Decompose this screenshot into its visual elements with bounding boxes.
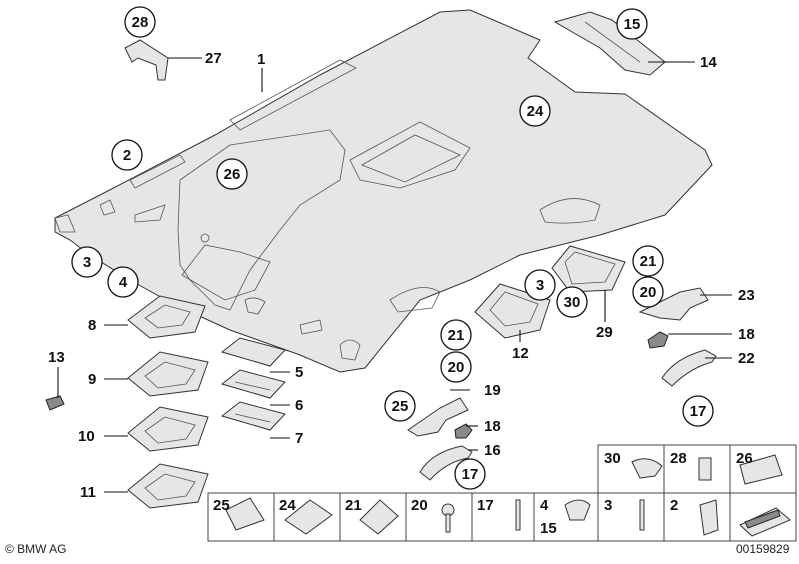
- panel-6: [220, 369, 286, 399]
- bracket-19: [407, 397, 469, 437]
- callout-2: 2: [123, 147, 131, 164]
- callout-21-center: 21: [448, 327, 465, 344]
- label-13: 13: [48, 349, 65, 366]
- panel-7: [220, 401, 286, 431]
- grid-label-24: 24: [279, 497, 296, 514]
- panel-5: [220, 337, 286, 367]
- grid-label-21: 21: [345, 497, 362, 514]
- handle-22: [661, 349, 717, 387]
- grid-label-4: 4: [540, 497, 549, 514]
- label-6: 6: [295, 397, 303, 414]
- label-22: 22: [738, 350, 755, 367]
- label-5: 5: [295, 364, 303, 381]
- grid-label-28: 28: [670, 450, 687, 467]
- grid-label-30: 30: [604, 450, 621, 467]
- callout-25: 25: [392, 398, 409, 415]
- unit-29: [551, 245, 626, 293]
- callout-4: 4: [119, 274, 128, 291]
- grid-label-17: 17: [477, 497, 494, 514]
- callout-30: 30: [564, 294, 581, 311]
- callout-26: 26: [224, 166, 241, 183]
- label-29: 29: [596, 324, 613, 341]
- panel-10: [127, 406, 209, 452]
- fastener-grid: [207, 444, 797, 542]
- headliner-panel: [54, 9, 713, 373]
- grid-label-25: 25: [213, 497, 230, 514]
- panel-11: [127, 463, 209, 509]
- callout-17-right: 17: [690, 403, 707, 420]
- handle-16: [419, 445, 473, 481]
- callout-15: 15: [624, 16, 641, 33]
- label-9: 9: [88, 371, 96, 388]
- trim-piece-14: [553, 11, 666, 76]
- grid-label-26: 26: [736, 450, 753, 467]
- clip-18b: [454, 423, 473, 439]
- label-23: 23: [738, 287, 755, 304]
- grid-label-2: 2: [670, 497, 678, 514]
- diagram-id: 00159829: [736, 542, 790, 556]
- bracket-27: [124, 39, 169, 81]
- label-16: 16: [484, 442, 501, 459]
- callout-20-right: 20: [640, 284, 657, 301]
- label-7: 7: [295, 430, 303, 447]
- label-18-right: 18: [738, 326, 755, 343]
- label-12: 12: [512, 345, 529, 362]
- label-1: 1: [257, 51, 265, 68]
- panel-9: [127, 351, 209, 397]
- clip-18a: [647, 331, 669, 349]
- callout-20-center: 20: [448, 359, 465, 376]
- label-11: 11: [80, 484, 96, 501]
- callout-3-center: 3: [536, 277, 544, 294]
- label-14: 14: [700, 54, 717, 71]
- callout-3: 3: [83, 254, 91, 271]
- callout-circles: [71, 6, 714, 490]
- label-18-center: 18: [484, 418, 501, 435]
- clip-13: [45, 395, 65, 411]
- grid-label-20: 20: [411, 497, 428, 514]
- label-10: 10: [78, 428, 95, 445]
- grid-label-3: 3: [604, 497, 612, 514]
- callout-24: 24: [527, 103, 544, 120]
- bracket-23: [638, 287, 709, 321]
- panel-8: [127, 295, 206, 339]
- grid-label-15: 15: [540, 520, 557, 537]
- callout-17-bottom: 17: [462, 466, 479, 483]
- copyright: © BMW AG: [5, 542, 67, 556]
- label-27: 27: [205, 50, 222, 67]
- callout-28: 28: [132, 14, 149, 31]
- leader-lines: [57, 57, 732, 493]
- callout-21-right: 21: [640, 253, 657, 270]
- label-8: 8: [88, 317, 96, 334]
- label-19: 19: [484, 382, 501, 399]
